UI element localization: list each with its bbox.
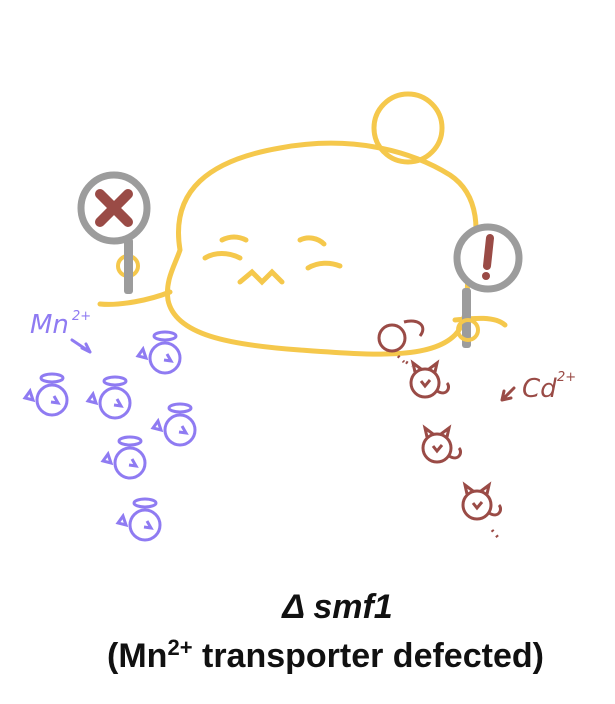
angel-ion-icon — [115, 497, 162, 542]
angel-ion-icon — [22, 372, 69, 417]
angel-ion-icon — [150, 402, 197, 447]
bud-icon — [371, 91, 445, 165]
right-arm-icon — [452, 315, 508, 328]
caption-title: Δ smf1 — [0, 588, 615, 627]
devil-ion-icon — [421, 424, 463, 464]
devil-ion-icon — [377, 319, 425, 368]
caption-charge: 2+ — [167, 635, 193, 660]
caption-rest: transporter defected) — [192, 637, 544, 675]
left-arm-icon — [97, 289, 173, 307]
manganese-ions — [22, 330, 197, 542]
mn-arrow-icon — [70, 338, 92, 354]
cd-charge-label: 2+ — [557, 370, 576, 385]
cadmium-ions — [409, 359, 503, 521]
cd-label: Cd — [522, 374, 557, 404]
angel-ion-icon — [100, 435, 147, 480]
dots-icon — [490, 529, 502, 541]
devil-ion-icon — [409, 359, 451, 399]
angel-ion-icon — [85, 375, 132, 420]
mn-charge-label: 2+ — [72, 309, 91, 324]
right-hand-icon — [456, 318, 480, 342]
caption-open: (Mn — [107, 637, 168, 675]
angel-ion-icon — [135, 330, 182, 375]
face-icon — [202, 234, 343, 286]
devil-ion-icon — [461, 481, 503, 521]
caption-subtitle: (Mn2+ transporter defected) — [0, 635, 615, 676]
exclamation-sign-icon — [453, 223, 523, 348]
yeast-cell-icon — [164, 140, 479, 357]
delta-symbol: Δ — [282, 588, 304, 626]
cd-arrow-icon — [500, 386, 516, 402]
no-sign-icon — [77, 171, 151, 294]
mn-label: Mn — [30, 310, 69, 340]
gene-name: smf1 — [313, 588, 393, 626]
